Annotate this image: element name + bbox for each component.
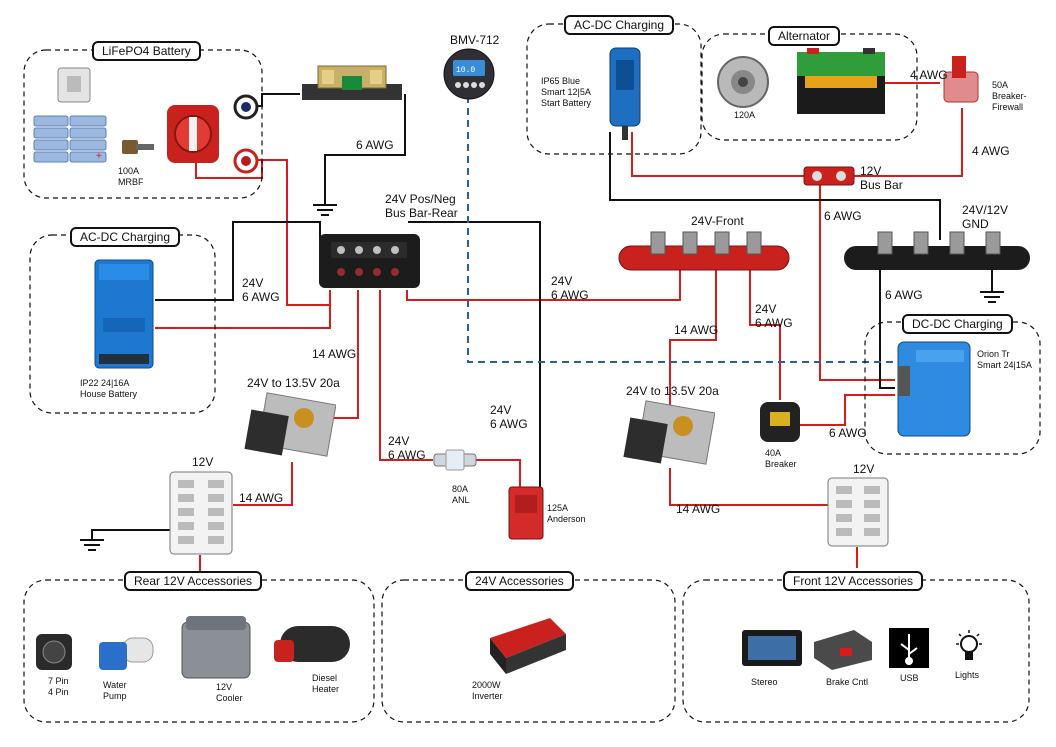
orion-label: Orion Tr Smart 24|15A	[977, 349, 1032, 370]
fuse-block-rear	[169, 471, 233, 555]
positive-terminal-icon	[233, 148, 259, 174]
pump-label: Water Pump	[103, 680, 127, 701]
blue-smart-charger	[609, 47, 641, 140]
usb-icon	[889, 628, 929, 668]
acdc-house-group-title: AC-DC Charging	[70, 227, 181, 247]
battery-shunt	[302, 65, 402, 100]
anl-fuse-icon	[433, 449, 477, 471]
alternator-unit	[717, 56, 769, 108]
anl-label: 80A ANL	[452, 484, 470, 505]
water-pump-icon	[99, 637, 154, 670]
wire-label-rear-front: 24V 6 AWG	[551, 274, 589, 302]
svg-text:10.0: 10.0	[456, 66, 475, 75]
cooler-label: 12V Cooler	[216, 682, 243, 703]
blue-smart-label: IP65 Blue Smart 12|5A Start Battery	[541, 76, 592, 108]
converter-front-label: 24V to 13.5V 20a	[626, 384, 719, 398]
dcdc-group-title: DC-DC Charging	[902, 314, 1013, 334]
inverter-icon	[490, 618, 566, 674]
bus-bar-front-24v	[618, 231, 790, 271]
alternator-amp-label: 120A	[734, 110, 756, 120]
trailer-plug-icon	[36, 634, 72, 670]
orion-dcdc-charger	[897, 341, 971, 437]
lights-label: Lights	[955, 670, 980, 680]
wire-label-breaker-bus: 4 AWG	[972, 144, 1010, 158]
alternator-group-title: Alternator	[768, 26, 841, 46]
pin-label: 7 Pin 4 Pin	[48, 676, 69, 697]
brake-controller-icon	[814, 630, 872, 670]
lifepo4-battery-cells: +	[33, 67, 107, 163]
mrbf-fuse-icon	[122, 140, 154, 154]
wire-label-front-fuse: 14 AWG	[676, 502, 721, 516]
bmv712-monitor[interactable]: 10.0	[440, 48, 498, 100]
wire-label-house-charger: 24V 6 AWG	[242, 276, 280, 304]
svg-text:+: +	[96, 151, 102, 162]
converter-rear-label: 24V to 13.5V 20a	[247, 376, 340, 390]
wire-label-shunt: 6 AWG	[356, 138, 394, 152]
ground-bus-bar	[844, 231, 1030, 270]
mrbf-label: 100A MRBF	[118, 166, 144, 187]
50a-breaker-icon	[943, 56, 979, 103]
inverter-label: 2000W Inverter	[472, 680, 503, 701]
40a-breaker-icon	[760, 402, 800, 442]
front-accessories-title: Front 12V Accessories	[783, 571, 924, 591]
accessories-24v-title: 24V Accessories	[465, 571, 574, 591]
positive-wires	[155, 82, 963, 572]
wire-label-breaker-orion: 6 AWG	[829, 426, 867, 440]
busbar12-label: 12V Bus Bar	[860, 164, 903, 192]
stereo-label: Stereo	[751, 677, 778, 687]
bus-bar-rear-24v	[319, 234, 420, 288]
wire-label-front-converter: 14 AWG	[674, 323, 719, 337]
cooler-icon	[181, 616, 251, 679]
ground-symbols	[80, 204, 1004, 551]
breaker50-label: 50A Breaker- Firewall	[992, 80, 1027, 112]
heater-label: Diesel Heater	[312, 673, 340, 694]
battery-group-title: LiFePO4 Battery	[92, 41, 201, 61]
brake-label: Brake Cntl	[826, 677, 869, 687]
fuse-block-front	[827, 477, 889, 547]
wire-label-anderson: 24V 6 AWG	[490, 403, 528, 431]
ve-direct-data-line	[467, 96, 895, 363]
wire-label-gnd-orion: 6 AWG	[885, 288, 923, 302]
front24-label: 24V-Front	[691, 214, 744, 228]
fuse-rear-label: 12V	[192, 455, 214, 469]
fuse-front-label: 12V	[853, 462, 875, 476]
diesel-heater-icon	[274, 626, 350, 662]
converter-front	[623, 400, 715, 465]
bmv-label: BMV-712	[450, 33, 500, 47]
stereo-icon	[742, 630, 802, 666]
battery-switch[interactable]	[165, 103, 221, 165]
anderson-connector	[508, 486, 544, 540]
lightbulb-icon	[956, 630, 982, 660]
wire-label-front-breaker: 24V 6 AWG	[755, 302, 793, 330]
gnd-label: 24V/12V GND	[962, 203, 1009, 231]
usb-label: USB	[900, 673, 919, 683]
converter-rear	[244, 392, 336, 457]
negative-terminal-icon	[233, 94, 259, 120]
wire-label-anl: 24V 6 AWG	[388, 434, 426, 462]
wire-label-rear-fuse: 14 AWG	[239, 491, 284, 505]
wire-label-alt-breaker: 4 AWG	[910, 68, 948, 82]
breaker40-label: 40A Breaker	[765, 448, 797, 469]
start-battery	[797, 48, 885, 114]
anderson-label: 125A Anderson	[547, 503, 586, 524]
busbar-rear-label: 24V Pos/Neg Bus Bar-Rear	[385, 192, 458, 220]
wire-label-rear-converter: 14 AWG	[312, 347, 357, 361]
wire-label-bus-orion: 6 AWG	[824, 209, 862, 223]
house-charger-label: IP22 24|16A House Battery	[80, 378, 138, 399]
bus-bar-12v	[803, 166, 855, 186]
acdc-start-group-title: AC-DC Charging	[564, 15, 675, 35]
house-battery-charger	[94, 259, 154, 369]
rear-accessories-title: Rear 12V Accessories	[124, 571, 263, 591]
